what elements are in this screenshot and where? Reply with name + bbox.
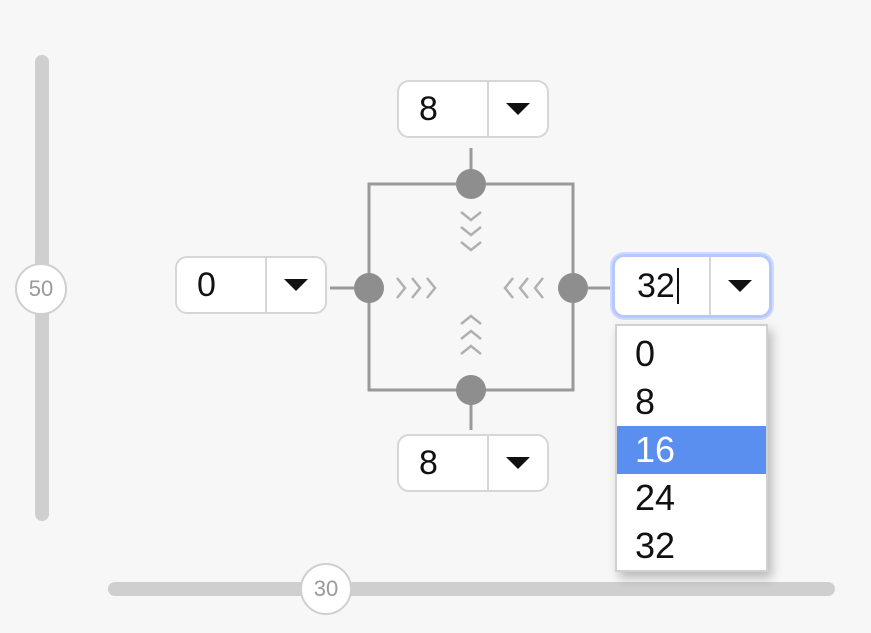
dropdown-arrow-icon [506,103,530,115]
dropdown-arrow-icon [728,280,752,292]
left-chevrons-icon [503,277,544,299]
vertical-slider-knob[interactable]: 50 [15,263,67,315]
dropdown-arrow-icon [506,457,530,469]
dropdown-arrow-icon [284,279,308,291]
option-item[interactable]: 8 [635,381,656,422]
horizontal-slider-knob[interactable]: 30 [300,563,352,615]
right-margin-dropdown-button[interactable] [709,257,769,315]
right-margin-options-list: 0 8 16 24 32 [615,324,768,572]
top-margin-value[interactable]: 8 [419,89,438,128]
horizontal-slider-value: 30 [313,576,339,601]
left-handle[interactable] [354,273,384,303]
up-chevrons-icon [460,314,482,355]
right-handle[interactable] [558,273,588,303]
option-item[interactable]: 32 [635,525,676,566]
inner-box [367,182,575,392]
left-margin-value[interactable]: 0 [197,265,216,304]
right-margin-input[interactable]: 32 [615,257,709,315]
vertical-slider-value: 50 [28,276,54,301]
option-item-selected[interactable]: 16 [617,426,766,474]
option-item[interactable]: 0 [635,333,656,374]
text-caret [676,268,679,304]
option-item[interactable]: 24 [635,477,676,518]
bottom-margin-combo[interactable]: 8 [397,434,549,492]
top-handle[interactable] [456,169,486,199]
bottom-margin-value[interactable]: 8 [419,443,438,482]
bottom-margin-dropdown-button[interactable] [487,436,547,490]
right-chevrons-icon [396,277,437,299]
right-margin-value: 32 [637,266,675,305]
down-chevrons-icon [460,211,482,252]
left-margin-combo[interactable]: 0 [175,256,327,314]
bottom-handle[interactable] [456,375,486,405]
top-margin-combo[interactable]: 8 [397,80,549,138]
left-margin-dropdown-button[interactable] [265,258,325,312]
right-margin-combo[interactable]: 32 [612,254,772,318]
horizontal-slider-track[interactable] [108,582,835,596]
top-margin-dropdown-button[interactable] [487,82,547,136]
